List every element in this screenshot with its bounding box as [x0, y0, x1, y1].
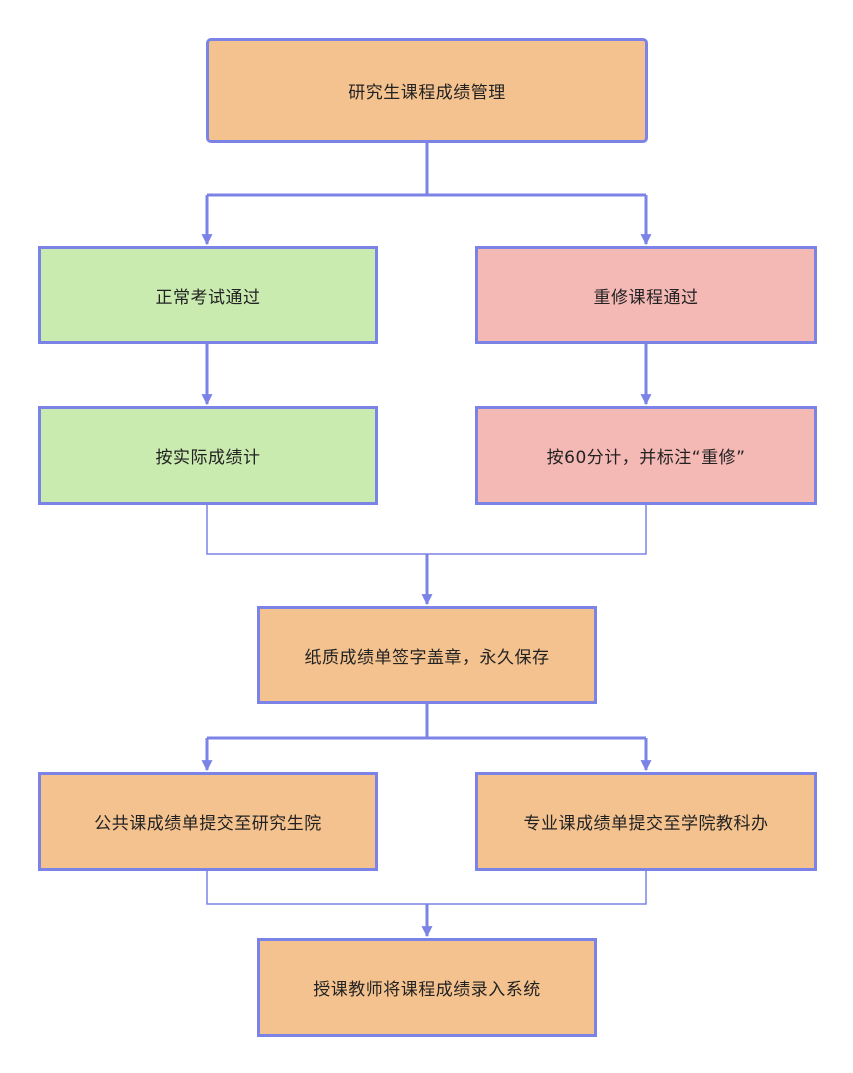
connector-merge-to-paper	[206, 505, 647, 555]
node-sixty-score-label: 按60分计，并标注“重修”	[546, 448, 746, 468]
node-public-course-label: 公共课成绩单提交至研究生院	[94, 814, 322, 834]
connector-root-split	[207, 143, 646, 197]
node-root: 研究生课程成绩管理	[206, 38, 648, 143]
node-actual-score-label: 按实际成绩计	[155, 448, 261, 468]
node-normal-pass: 正常考试通过	[38, 246, 378, 344]
node-major-course-label: 专业课成绩单提交至学院教科办	[523, 814, 769, 834]
node-sixty-score: 按60分计，并标注“重修”	[475, 406, 817, 505]
node-public-course: 公共课成绩单提交至研究生院	[38, 772, 378, 871]
node-root-label: 研究生课程成绩管理	[348, 83, 506, 103]
node-paper-sheet: 纸质成绩单签字盖章，永久保存	[257, 606, 597, 704]
connector-merge-to-entry	[206, 871, 647, 905]
connector-paper-split	[207, 704, 646, 740]
node-system-entry-label: 授课教师将课程成绩录入系统	[313, 980, 541, 1000]
node-retake-pass-label: 重修课程通过	[593, 287, 699, 308]
node-actual-score: 按实际成绩计	[38, 406, 378, 505]
node-retake-pass: 重修课程通过	[475, 246, 817, 344]
node-system-entry: 授课教师将课程成绩录入系统	[257, 938, 597, 1037]
node-normal-pass-label: 正常考试通过	[155, 287, 261, 308]
node-major-course: 专业课成绩单提交至学院教科办	[475, 772, 817, 871]
node-paper-sheet-label: 纸质成绩单签字盖章，永久保存	[304, 647, 550, 668]
